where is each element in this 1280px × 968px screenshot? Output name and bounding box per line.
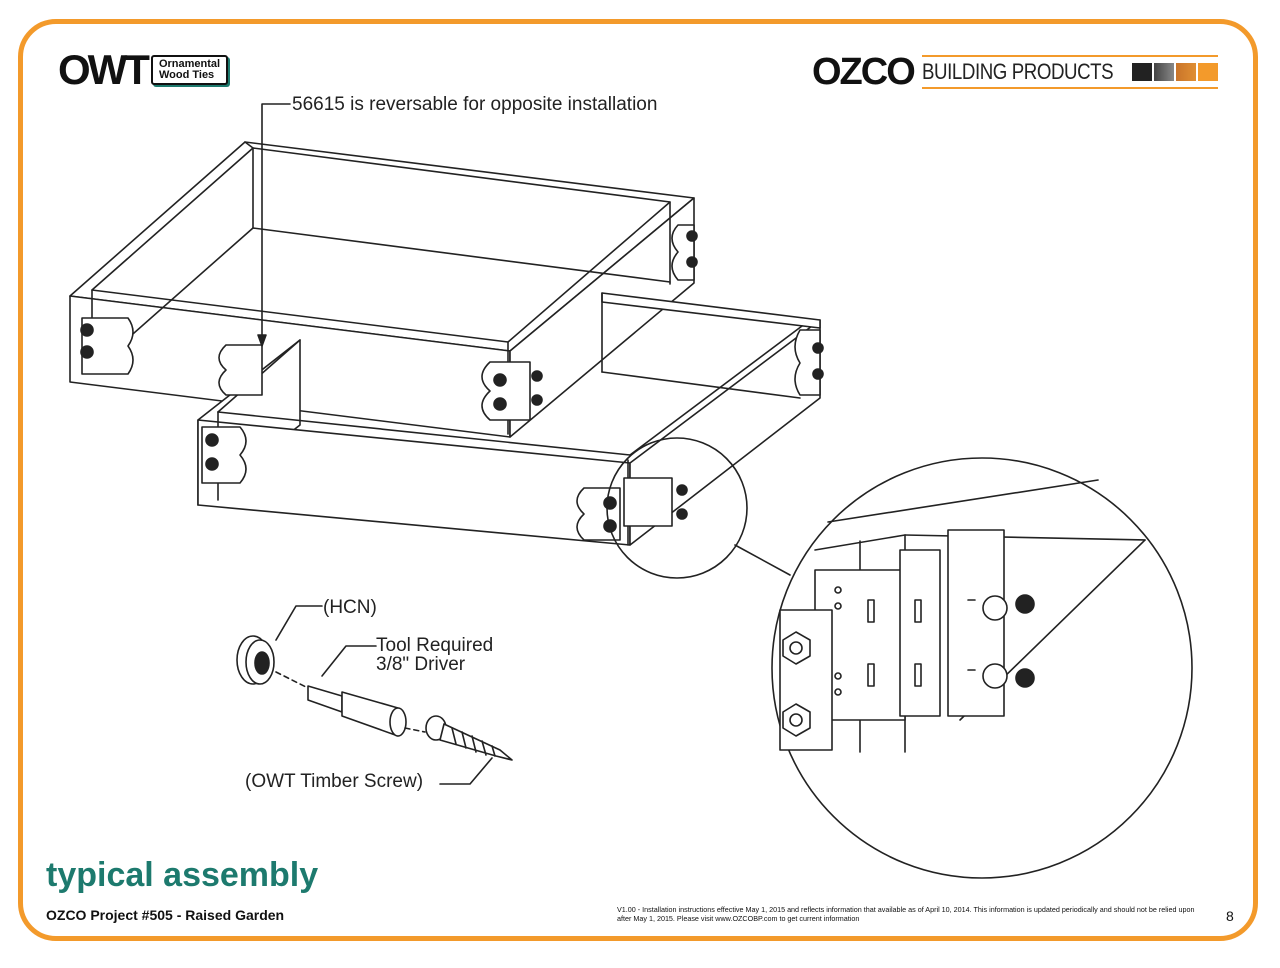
ozco-swatch-3 [1175,63,1196,81]
project-name: OZCO Project #505 - Raised Garden [46,907,285,923]
hardware-parts [236,605,513,785]
detail-marker-circle [606,437,748,579]
page-number: 8 [1226,908,1234,924]
corner-brackets [80,224,824,541]
ozco-logo-subtitle: BUILDING PRODUCTS [921,59,1114,84]
reversible-note: 56615 is reversable for opposite install… [292,94,658,115]
tool-required-label: Tool Required 3/8" Driver [376,636,493,674]
ozco-logo-right: BUILDING PRODUCTS [921,55,1218,89]
page-title: typical assembly [46,856,319,894]
ozco-logo-name: OZCO [812,51,916,93]
ozco-logo: OZCO BUILDING PRODUCTS [812,52,1218,92]
detail-view-contents [779,479,1146,753]
page-border [18,19,1258,941]
owt-logo-line2: Wood Ties [158,69,215,81]
ozco-top-rule [921,55,1218,57]
ozco-bottom-rule [921,87,1218,89]
ozco-swatch-4 [1197,63,1218,81]
reversible-leader [261,103,291,346]
lower-garden-bed [197,292,821,546]
ozco-swatch-1 [1131,63,1152,81]
upper-garden-bed [69,141,695,438]
tool-required-line1: Tool Required [376,635,494,656]
ozco-swatch-2 [1153,63,1174,81]
disclaimer-text: V1.00 - Installation instructions effect… [617,905,1195,923]
timber-screw-label: (OWT Timber Screw) [245,771,424,792]
owt-logo-line1: Ornamental [158,58,221,70]
ozco-subtitle-row: BUILDING PRODUCTS [922,57,1218,87]
tool-required-line2: 3/8" Driver [376,654,466,675]
owt-logo-tagline: Ornamental Wood Ties [150,55,229,85]
owt-logo: OWT Ornamental Wood Ties [58,46,229,93]
hcn-label: (HCN) [323,597,377,618]
owt-logo-letters: OWT [58,46,150,93]
